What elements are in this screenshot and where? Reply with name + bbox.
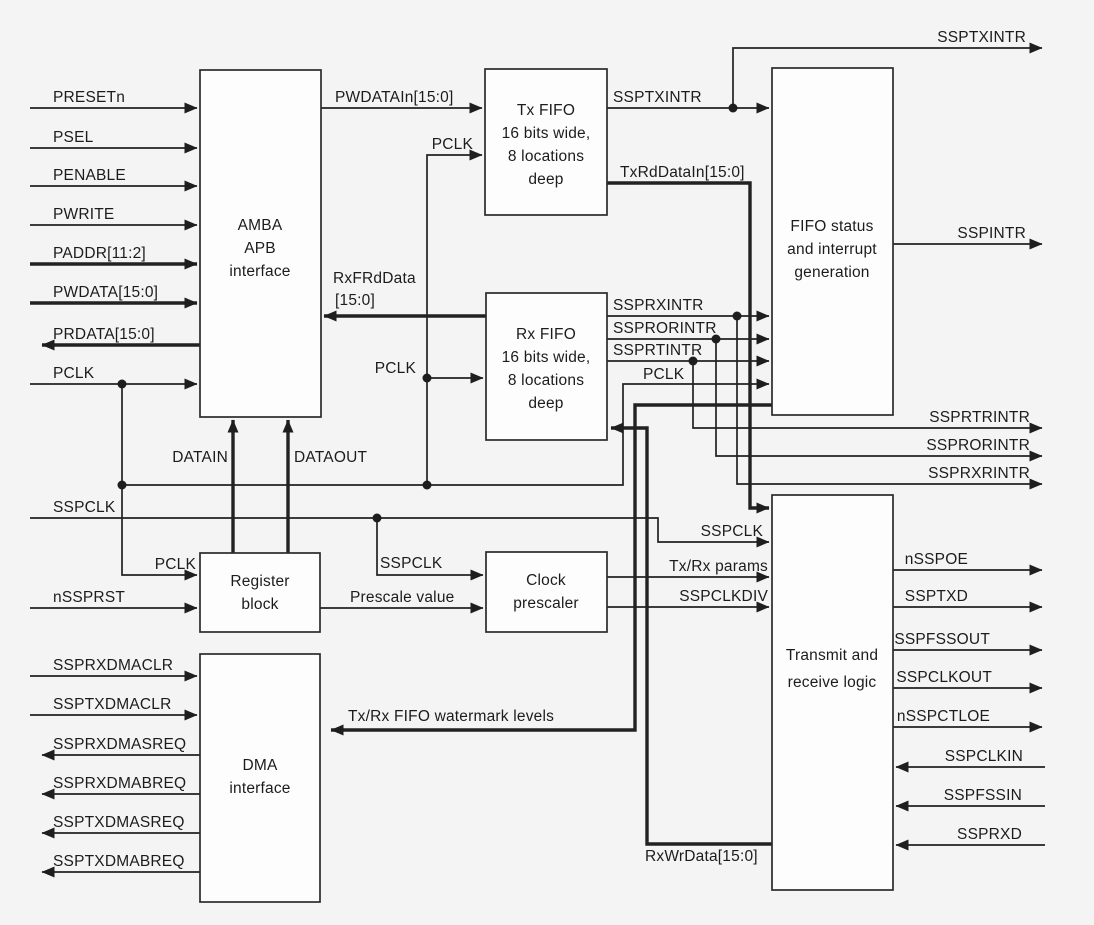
label-ssptxintr-internal: SSPTXINTR — [613, 89, 702, 106]
label-ssprorintr-out: SSPRORINTR — [926, 437, 1030, 454]
block-label: deep — [528, 171, 563, 188]
label-pclk-rx: PCLK — [375, 360, 417, 377]
label-sspclkout: SSPCLKOUT — [896, 669, 992, 686]
label-ssprxrintr: SSPRXRINTR — [928, 465, 1030, 482]
label-pwdata: PWDATA[15:0] — [53, 284, 158, 301]
wire-ssprorintr-out — [715, 339, 1043, 462]
label-rxfrddata-1: RxFRdData — [333, 270, 416, 287]
label-sspclk-prescaler: SSPCLK — [380, 555, 443, 572]
block-label: Clock — [526, 572, 566, 589]
block-label: prescaler — [513, 595, 579, 612]
label-datain: DATAIN — [172, 449, 228, 466]
block-label: Register — [230, 573, 289, 590]
wire-rxwrdata — [610, 422, 772, 846]
label-dataout: DATAOUT — [294, 449, 367, 466]
label-ssprorintr: SSPRORINTR — [613, 320, 717, 337]
block-dma-interface: DMA interface — [199, 653, 321, 903]
block-label: 16 bits wide, — [502, 349, 591, 366]
wire-sspclk-to-trlogic — [30, 517, 770, 548]
label-pclk-reg: PCLK — [155, 556, 197, 573]
label-sspclkin: SSPCLKIN — [945, 748, 1023, 765]
block-label: Rx FIFO — [516, 326, 576, 343]
label-nsspoe: nSSPOE — [905, 551, 968, 568]
label-paddr: PADDR[11:2] — [53, 245, 146, 262]
label-pclk-fifo-status: PCLK — [643, 366, 685, 383]
label-ssprxd: SSPRXD — [957, 826, 1022, 843]
wire-ssprxrintr — [736, 316, 1043, 490]
label-ssptxdmasreq: SSPTXDMASREQ — [53, 814, 185, 831]
block-register: Register block — [199, 552, 321, 633]
label-ssprxdmasreq: SSPRXDMASREQ — [53, 736, 186, 753]
wire-ssprtrintr — [692, 361, 1043, 434]
label-pwdatain: PWDATAIn[15:0] — [335, 89, 454, 106]
label-sspclk-in: SSPCLK — [53, 499, 116, 516]
wire-pclk-to-register — [121, 384, 198, 581]
label-psel: PSEL — [53, 129, 94, 146]
label-sspclkdiv: SSPCLKDIV — [679, 588, 768, 605]
label-ssptxdmabreq: SSPTXDMABREQ — [53, 853, 185, 870]
label-ssprtintr: SSPRTINTR — [613, 342, 702, 359]
label-ssptxdmaclr: SSPTXDMACLR — [53, 696, 171, 713]
label-ssprxdmaclr: SSPRXDMACLR — [53, 657, 173, 674]
label-nsspctloe: nSSPCTLOE — [897, 708, 990, 725]
block-fifo-status: FIFO status and interrupt generation — [771, 67, 894, 416]
label-pwrite: PWRITE — [53, 206, 114, 223]
wire-sspclk-to-prescaler — [376, 518, 484, 581]
block-label: interface — [229, 263, 290, 280]
label-presetn: PRESETn — [53, 89, 125, 106]
signal-labels: PRESETn PSEL PENABLE PWRITE PADDR[11:2] … — [53, 29, 1030, 870]
label-sspclk-trlogic: SSPCLK — [701, 523, 764, 540]
label-ssprtrintr: SSPRTRINTR — [929, 409, 1030, 426]
label-pclk-tx: PCLK — [432, 136, 474, 153]
block-transmit-receive: Transmit and receive logic — [771, 494, 894, 891]
block-label: 16 bits wide, — [502, 125, 591, 142]
wire-txrddatain — [607, 181, 770, 514]
block-label: receive logic — [788, 674, 877, 691]
block-label: FIFO status — [790, 218, 873, 235]
block-tx-fifo: Tx FIFO 16 bits wide, 8 locations deep — [484, 68, 608, 216]
block-label: generation — [794, 264, 869, 281]
block-label: AMBA — [238, 217, 283, 234]
label-prescale-value: Prescale value — [350, 589, 454, 606]
label-ssprxintr: SSPRXINTR — [613, 297, 704, 314]
block-label: and interrupt — [787, 241, 877, 258]
block-rx-fifo: Rx FIFO 16 bits wide, 8 locations deep — [485, 292, 608, 441]
label-txrddatain: TxRdDataIn[15:0] — [620, 164, 745, 181]
label-prdata: PRDATA[15:0] — [53, 326, 155, 343]
label-sspfssin: SSPFSSIN — [944, 787, 1022, 804]
block-label: 8 locations — [508, 372, 584, 389]
label-sspintr: SSPINTR — [957, 225, 1026, 242]
wires — [30, 42, 1045, 878]
junction-dots — [117, 103, 742, 523]
block-clock-prescaler: Clock prescaler — [485, 551, 608, 633]
label-ssptxd: SSPTXD — [905, 588, 968, 605]
label-watermark: Tx/Rx FIFO watermark levels — [348, 708, 554, 725]
label-rxfrddata-2: [15:0] — [335, 292, 375, 309]
block-label: Transmit and — [786, 647, 878, 664]
block-label: deep — [528, 395, 563, 412]
wire-ssptxintr-out — [732, 42, 1043, 108]
block-label: block — [241, 596, 278, 613]
block-label: 8 locations — [508, 148, 584, 165]
block-label: interface — [229, 780, 290, 797]
label-ssprxdmabreq: SSPRXDMABREQ — [53, 775, 186, 792]
block-label: DMA — [242, 757, 278, 774]
wire-pclk-to-tx-fifo — [426, 149, 483, 485]
wire-pclk-to-fifo-status — [122, 378, 770, 486]
label-txrx-params: Tx/Rx params — [669, 558, 768, 575]
label-penable: PENABLE — [53, 167, 126, 184]
block-label: APB — [244, 240, 276, 257]
label-ssptxintr-out: SSPTXINTR — [937, 29, 1026, 46]
label-pclk-in: PCLK — [53, 365, 95, 382]
label-nssprst: nSSPRST — [53, 589, 125, 606]
wire-watermark — [330, 403, 772, 736]
label-sspfssout: SSPFSSOUT — [894, 631, 990, 648]
block-label: Tx FIFO — [517, 102, 575, 119]
block-amba-apb: AMBA APB interface — [199, 69, 322, 418]
label-rxwrdata: RxWrData[15:0] — [645, 848, 758, 865]
